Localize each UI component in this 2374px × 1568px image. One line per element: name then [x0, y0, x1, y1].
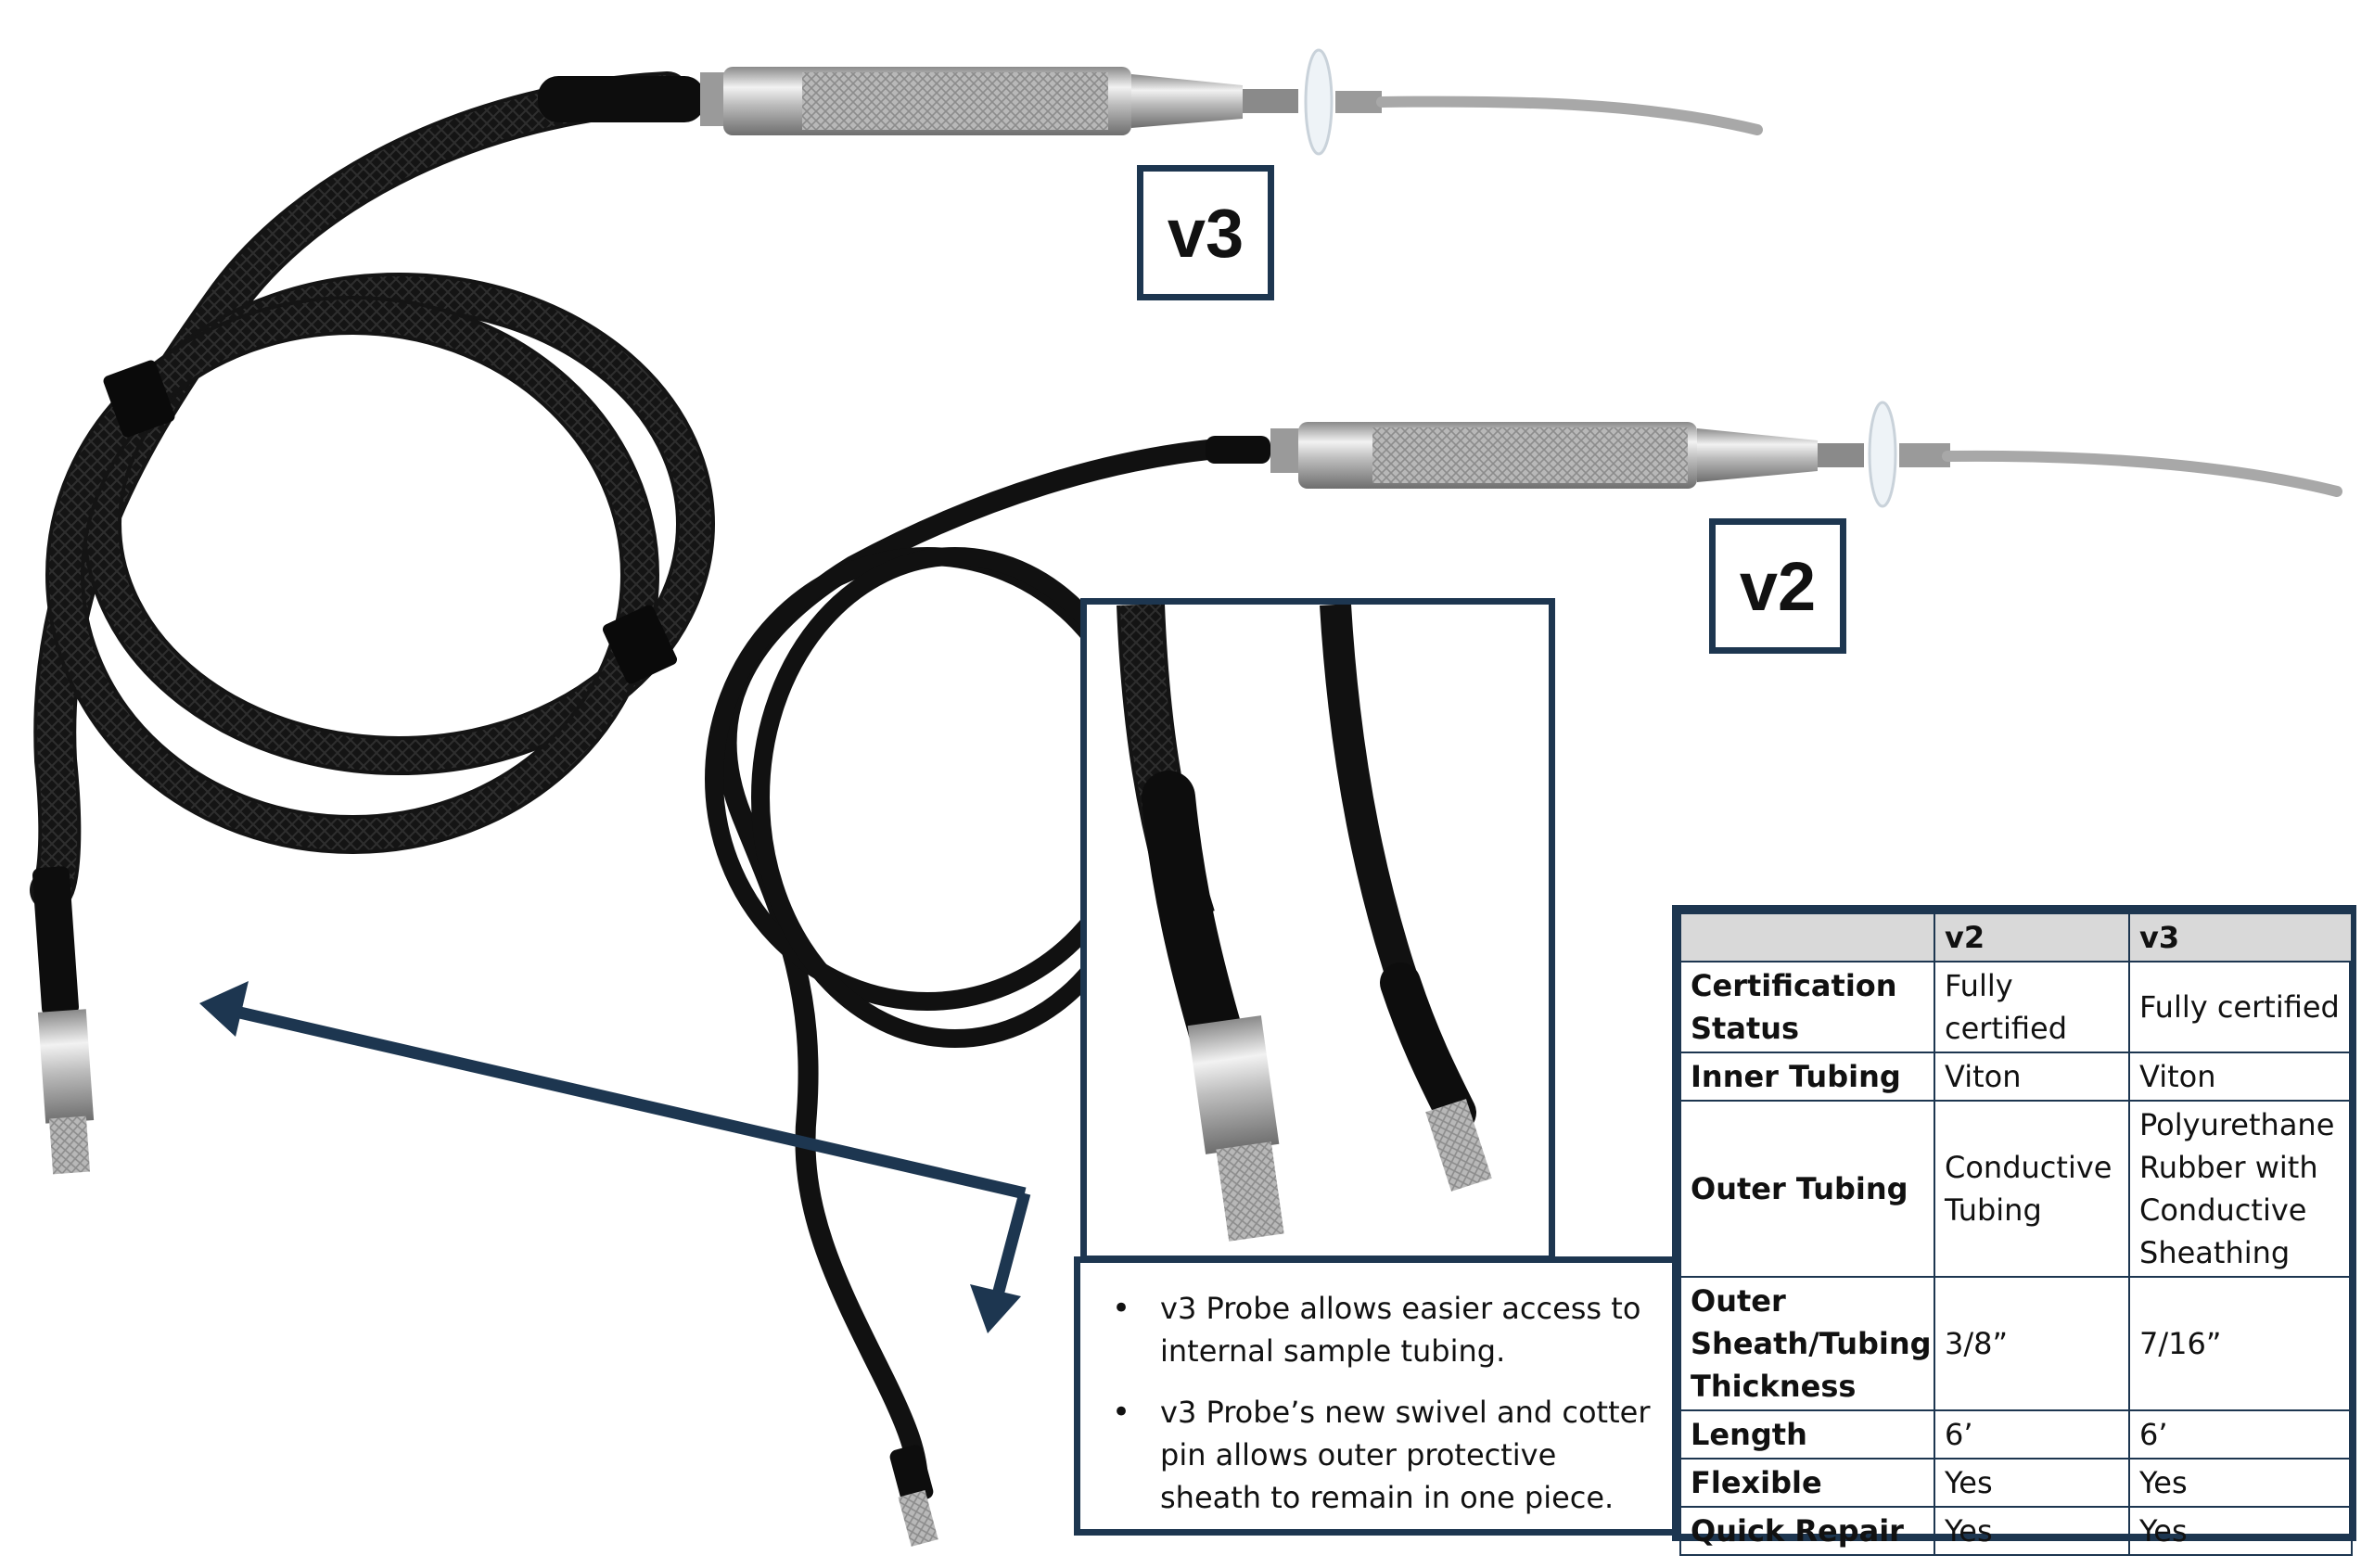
row-label: Outer Sheath/Tubing Thickness	[1679, 1276, 1935, 1411]
v3-filter-disc	[1304, 48, 1334, 156]
spec-comparison-table: v2 v3 Certification Status Fully certifi…	[1672, 905, 2356, 1556]
note-text: v3 Probe allows easier access to interna…	[1160, 1291, 1641, 1369]
inset-detail-photo	[1087, 603, 1549, 1256]
bullet-icon: •	[1112, 1290, 1131, 1327]
note-item: • v3 Probe allows easier access to inter…	[1103, 1287, 1653, 1372]
v3-probe	[30, 48, 1763, 1175]
cell-v2: 3/8”	[1934, 1276, 2130, 1411]
cell-v2: Yes	[1934, 1458, 2130, 1508]
connector-arrow	[199, 981, 1031, 1333]
arrowhead-left	[199, 981, 249, 1037]
version-label-v3: v3	[1137, 165, 1274, 300]
cell-v2: Fully certified	[1934, 961, 2130, 1053]
v3-velcro-strap-2	[602, 605, 678, 684]
cell-v3: Polyurethane Rubber with Conductive Shea…	[2128, 1100, 2353, 1278]
v2-probe	[705, 401, 2342, 1547]
header-cell-blank	[1679, 912, 1935, 962]
table-row: Certification Status Fully certified Ful…	[1679, 961, 2353, 1053]
note-text: v3 Probe’s new swivel and cotter pin all…	[1160, 1395, 1651, 1515]
cell-v3: 7/16”	[2128, 1276, 2353, 1411]
cell-v3: Yes	[2128, 1458, 2353, 1508]
cell-v3: 6’	[2128, 1409, 2353, 1460]
cell-v3: Yes	[2128, 1506, 2353, 1556]
v2-quick-connect	[889, 1445, 934, 1504]
table-row: Outer Sheath/Tubing Thickness 3/8” 7/16”	[1679, 1276, 2353, 1411]
cell-v2: Conductive Tubing	[1934, 1100, 2130, 1278]
table-row: Length 6’ 6’	[1679, 1409, 2353, 1460]
cell-v2: Viton	[1934, 1052, 2130, 1102]
note-item: • v3 Probe’s new swivel and cotter pin a…	[1103, 1391, 1653, 1519]
header-cell-v2: v2	[1934, 912, 2130, 962]
v3-heat-shrink	[538, 76, 705, 122]
notes-box: • v3 Probe allows easier access to inter…	[1074, 1256, 1678, 1536]
version-label-v2-text: v2	[1739, 547, 1817, 625]
row-label: Quick Repair	[1679, 1506, 1935, 1556]
cell-v3: Fully certified	[2128, 961, 2353, 1053]
row-label: Inner Tubing	[1679, 1052, 1935, 1102]
v3-probe-tip	[1376, 96, 1763, 135]
v2-hose-coil	[705, 547, 1150, 1011]
row-label: Flexible	[1679, 1458, 1935, 1508]
v2-filter-disc	[1868, 401, 1897, 508]
header-cell-v3: v3	[2128, 912, 2353, 962]
version-label-v2: v2	[1709, 518, 1846, 654]
cell-v2: 6’	[1934, 1409, 2130, 1460]
bullet-icon: •	[1112, 1394, 1131, 1431]
table-header-row: v2 v3	[1679, 912, 2353, 962]
table-row: Outer Tubing Conductive Tubing Polyureth…	[1679, 1100, 2353, 1278]
row-label: Length	[1679, 1409, 1935, 1460]
cell-v2: Yes	[1934, 1506, 2130, 1556]
inset-frame	[1080, 598, 1555, 1262]
v3-quick-connect	[32, 866, 79, 1016]
v3-velcro-strap	[103, 360, 175, 438]
table-row: Inner Tubing Viton Viton	[1679, 1052, 2353, 1102]
version-label-v3-text: v3	[1167, 194, 1244, 272]
spec-table: v2 v3 Certification Status Fully certifi…	[1679, 912, 2353, 1556]
row-label: Outer Tubing	[1679, 1100, 1935, 1278]
row-label: Certification Status	[1679, 961, 1935, 1053]
cell-v3: Viton	[2128, 1052, 2353, 1102]
table-row: Flexible Yes Yes	[1679, 1458, 2353, 1508]
v2-probe-tip	[1942, 450, 2342, 497]
arrowhead-down	[970, 1284, 1021, 1333]
table-row: Quick Repair Yes Yes	[1679, 1506, 2353, 1556]
notes-list: • v3 Probe allows easier access to inter…	[1103, 1287, 1653, 1519]
